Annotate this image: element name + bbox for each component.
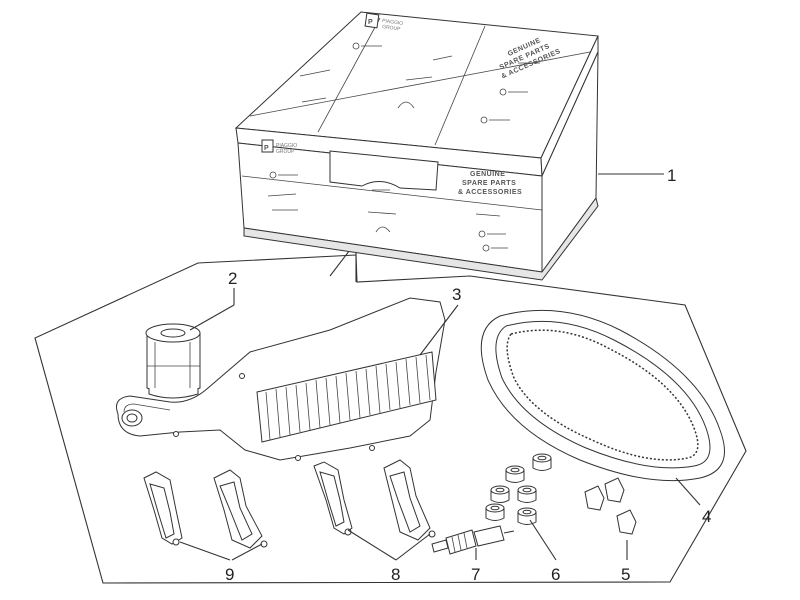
side-text-line2: SPARE PARTS <box>462 180 516 187</box>
leader-lines <box>179 173 701 561</box>
callout-3: 3 <box>452 285 461 304</box>
callout-5: 5 <box>621 565 630 584</box>
brake-pads-pair-b <box>313 459 436 541</box>
lid-brand-bottom: GROUP <box>382 24 402 33</box>
brake-pads-pair-a <box>143 469 268 549</box>
callout-8: 8 <box>391 565 400 584</box>
kit-box: P PIAGGIO GROUP GENUINE SPARE PARTS & AC… <box>234 11 599 281</box>
lid-brand-top: PIAGGIO <box>382 18 404 27</box>
callout-2: 2 <box>228 269 237 288</box>
front-brand-top: PIAGGIO <box>276 143 297 149</box>
callout-4: 4 <box>702 507 711 526</box>
roller-weights <box>485 453 552 525</box>
front-logo-letter: P <box>264 145 269 152</box>
side-text-line1: GENUINE <box>470 171 505 178</box>
kit-outline <box>34 254 747 584</box>
oil-filter <box>145 323 201 399</box>
callout-1: 1 <box>667 166 676 185</box>
callout-6: 6 <box>551 565 560 584</box>
side-text-line3: & ACCESSORIES <box>458 189 522 196</box>
lid-logo-letter: P <box>368 19 373 26</box>
air-filter <box>116 297 446 461</box>
callout-7: 7 <box>471 565 480 584</box>
front-brand-bottom: GROUP <box>276 149 295 155</box>
callout-9: 9 <box>225 565 234 584</box>
slider-guides <box>584 477 637 535</box>
drive-belt <box>480 309 725 482</box>
spark-plug <box>431 525 515 555</box>
